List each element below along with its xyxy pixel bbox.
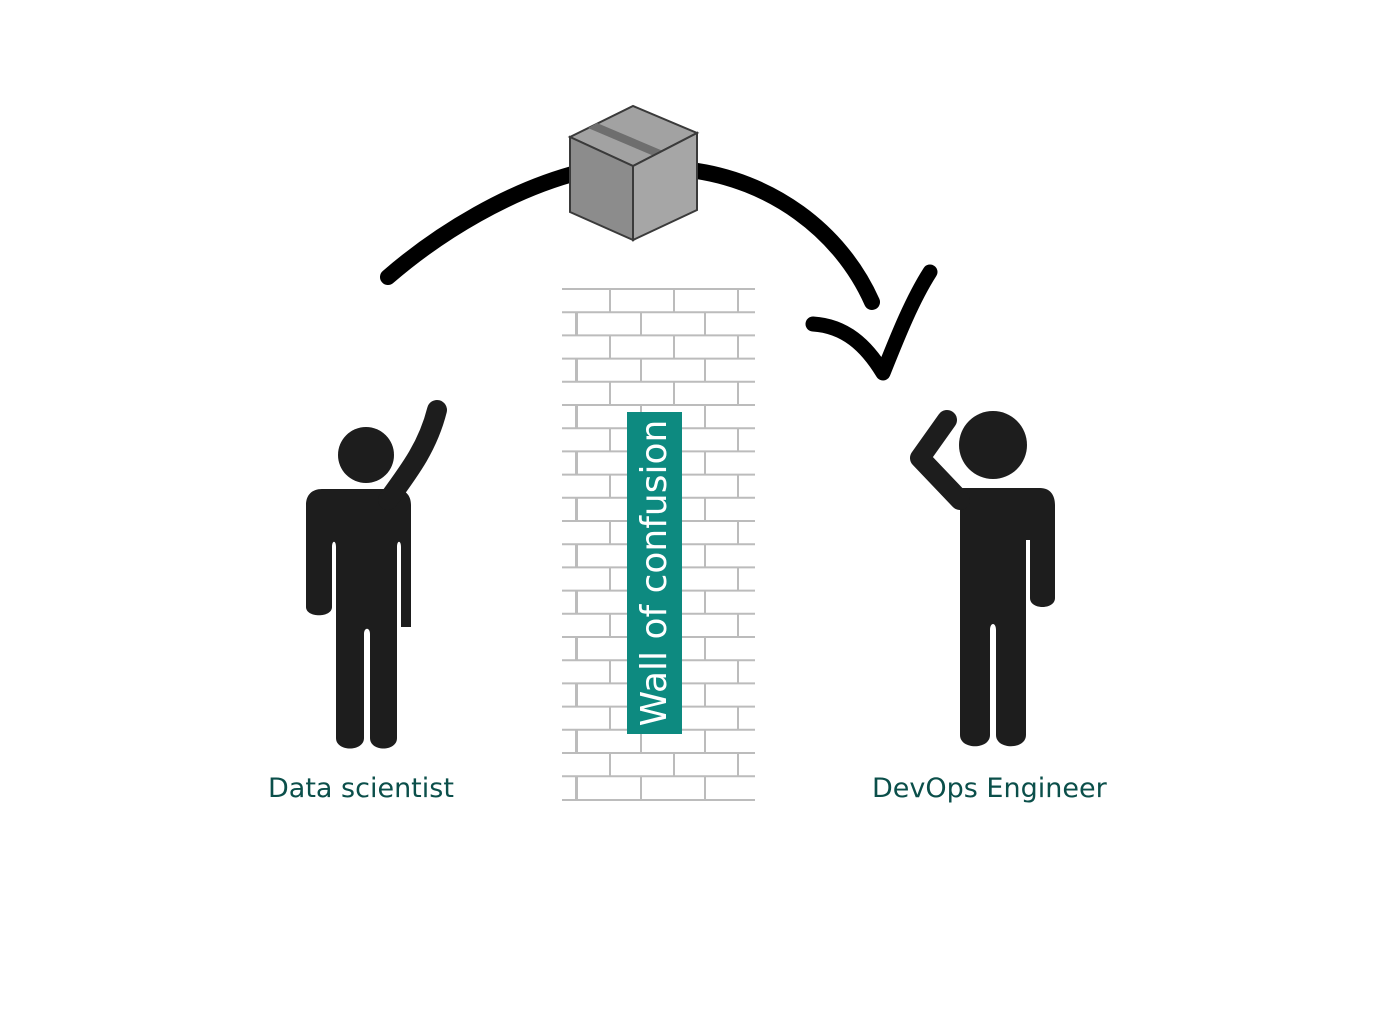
wall-of-confusion-label: Wall of confusion <box>627 412 682 734</box>
data-scientist-label: Data scientist <box>268 773 454 804</box>
package-box-icon <box>567 104 700 242</box>
devops-engineer-label: DevOps Engineer <box>872 773 1107 804</box>
wall-label-text: Wall of confusion <box>633 419 675 727</box>
checkmark-icon <box>805 264 938 381</box>
person-scratching-head-icon <box>910 410 1055 747</box>
curved-arrow-icon <box>380 162 880 310</box>
person-raising-hand-icon <box>306 400 447 749</box>
